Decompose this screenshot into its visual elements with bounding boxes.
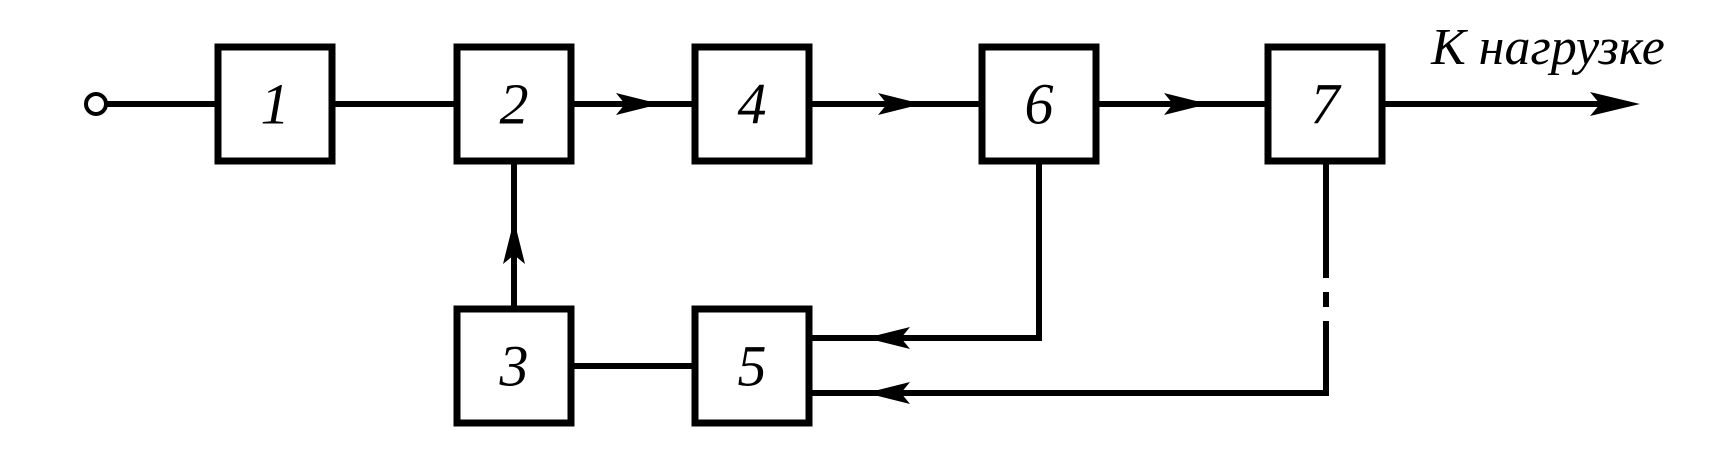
- block-7-label: 7: [1311, 72, 1342, 137]
- block-6: 6: [978, 43, 1100, 165]
- block-7: 7: [1264, 43, 1386, 165]
- arrowhead-3-to-2: [503, 220, 525, 264]
- arrowhead-4-to-6: [878, 93, 922, 115]
- arrowhead-output: [1590, 92, 1640, 116]
- block-3: 3: [453, 305, 575, 427]
- input-terminal: [84, 92, 108, 116]
- block-6-box: [978, 43, 1100, 165]
- block-1: 1: [214, 43, 336, 165]
- block-1-box: [214, 43, 336, 165]
- block-5: 5: [691, 305, 813, 427]
- block-7-box: [1264, 43, 1386, 165]
- arrowhead-7-to-5: [866, 382, 910, 404]
- block-5-label: 5: [738, 334, 767, 399]
- block-6-label: 6: [1025, 72, 1054, 137]
- wire-7-to-5-lower: [809, 321, 1329, 396]
- block-3-label: 3: [499, 334, 529, 399]
- block-3-box: [453, 305, 575, 427]
- block-4-label: 4: [738, 72, 767, 137]
- arrowhead-2-to-4: [616, 93, 660, 115]
- block-2-box: [453, 43, 575, 165]
- arrowheads: [503, 92, 1640, 404]
- arrowhead-6-to-5: [866, 327, 910, 349]
- arrowhead-6-to-7: [1164, 93, 1208, 115]
- block-5-box: [691, 305, 813, 427]
- output-label: К нагрузке: [1430, 19, 1665, 76]
- block-4: 4: [691, 43, 813, 165]
- wire-6-to-5: [809, 161, 1042, 341]
- block-4-box: [691, 43, 813, 165]
- block-2-label: 2: [500, 72, 529, 137]
- block-2: 2: [453, 43, 575, 165]
- block-1-label: 1: [261, 72, 290, 137]
